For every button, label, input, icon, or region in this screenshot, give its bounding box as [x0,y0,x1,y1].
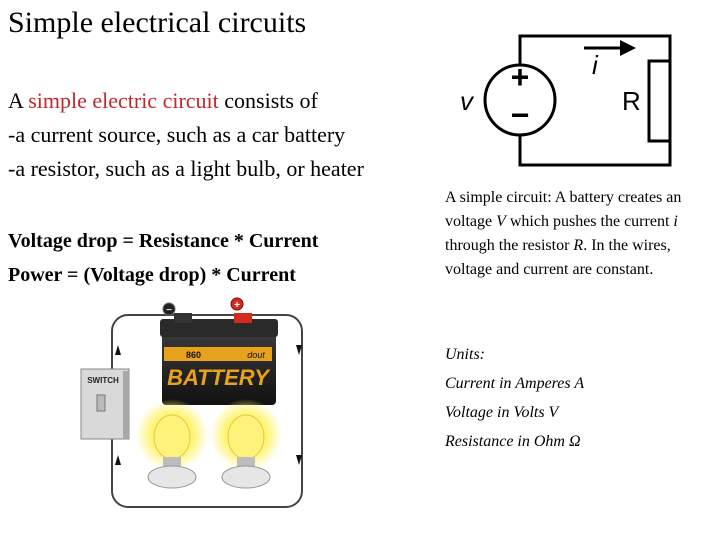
current-direction-arrow [115,455,121,465]
current-direction-arrow [115,345,121,355]
schematic-wire-bottom [518,135,672,167]
unit-resistance: Resistance in Ohm Ω [445,433,581,450]
resistor-symbol [647,59,672,143]
positive-terminal [230,297,244,311]
light-bulb-right [210,399,282,489]
intro-line-resistor: -a resistor, such as a light bulb, or he… [8,156,364,181]
caption-symbol-r: R [573,237,584,254]
current-arrow-head [620,40,636,56]
battery-plus-sign: + [234,300,240,311]
negative-terminal [162,302,176,316]
current-direction-arrow [296,455,302,465]
voltage-source-symbol [483,63,557,137]
voltage-label: v [460,86,475,116]
current-direction-arrow [296,345,302,355]
switch-label: SWITCH [87,376,119,385]
caption-symbol-v: V [496,213,506,230]
units-block: Units: Current in Amperes A Voltage in V… [445,340,584,456]
caption-text: . In the wires, voltage and current are … [445,237,671,278]
battery-small-label: 860 [186,350,201,360]
caption-text: A simple circuit: A battery creates an v… [445,189,682,230]
schematic-caption: A simple circuit: A battery creates an v… [445,186,707,282]
resistor-label: R [622,86,641,116]
circuit-illustration: SWITCH − + 860 dout BATTERY [80,297,303,508]
battery-image: − + 860 dout BATTERY [160,297,278,405]
battery-label: BATTERY [167,365,271,390]
caption-symbol-i: i [673,213,678,230]
light-bulb-left [136,399,208,489]
minus-sign: − [511,97,530,133]
unit-current: Current in Amperes A [445,375,585,392]
switch-box: SWITCH [80,368,130,440]
intro-line-battery: -a current source, such as a car battery [8,122,346,147]
battery-brand: dout [247,350,265,360]
battery-minus-sign: − [166,305,172,316]
caption-text: through the resistor [445,237,574,254]
plus-sign: + [511,59,530,95]
current-label: i [592,50,599,80]
intro-line: A simple electric circuit consists of [8,84,364,118]
circuit-schematic: + − v i R [460,34,672,167]
slide-title: Simple electrical circuits [8,6,307,39]
intro-text: A simple electric circuit consists of -a… [8,84,364,186]
units-heading: Units: [445,346,485,363]
unit-voltage: Voltage in Volts V [445,404,559,421]
equation-voltage-drop: Voltage drop = Resistance * Current [8,230,319,252]
equations: Voltage drop = Resistance * Current Powe… [8,224,318,292]
caption-text: which pushes the current [505,213,674,230]
intro-suffix: consists of [218,88,318,113]
intro-prefix: A [8,88,29,113]
intro-highlight: simple electric circuit [28,88,219,113]
equation-power: Power = (Voltage drop) * Current [8,264,296,286]
schematic-wire [518,34,672,66]
